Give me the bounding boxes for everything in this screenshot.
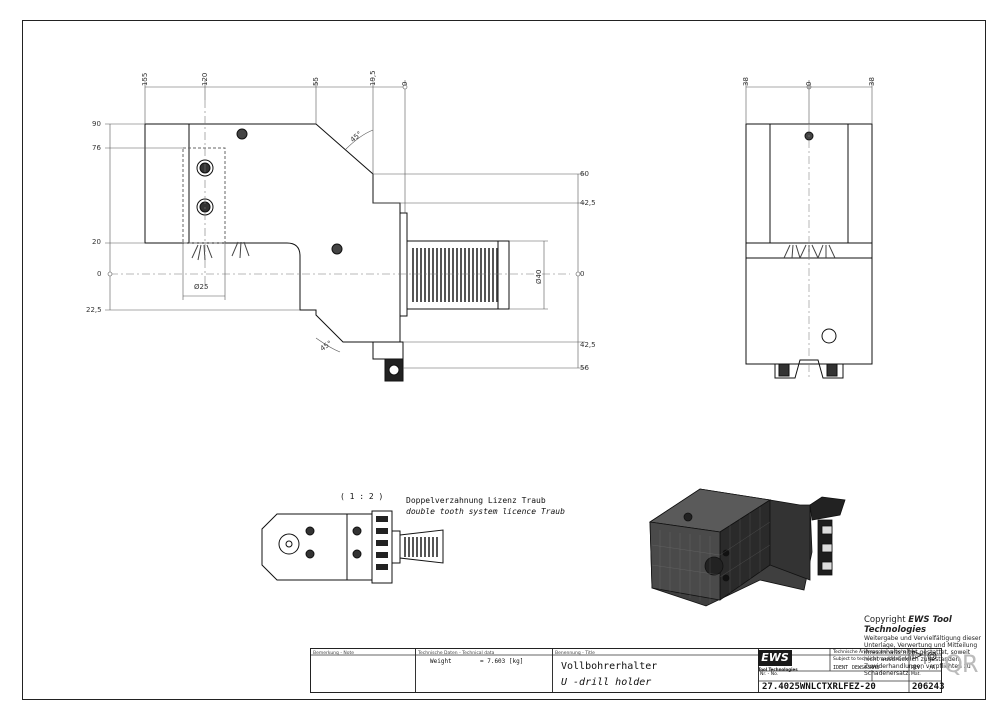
remark-cell: Bemerkung - Note <box>311 649 416 692</box>
dim-22-5: 22,5 <box>86 306 102 314</box>
ews-logo-subtitle: Tool Technologies <box>758 667 798 672</box>
number-label: Nr. - No. <box>760 672 779 677</box>
weight-label: Weight <box>430 658 452 665</box>
diameter-25: Ø25 <box>194 283 209 291</box>
dim-0-top: 0 <box>401 81 409 86</box>
mat-label: Mat. <box>911 672 921 677</box>
copyright-text: Weitergabe und Vervielfältigung dieser U… <box>864 635 981 677</box>
dim-90: 90 <box>92 120 101 128</box>
rev-label: REV. <box>911 665 924 671</box>
qr-code-placeholder: QR <box>944 650 979 678</box>
dim-42-5-bottom: 42,5 <box>580 341 596 349</box>
dim-20: 20 <box>92 238 101 246</box>
copyright-company: EWS Tool Technologies <box>864 615 952 635</box>
dim-19-5: 19,5 <box>369 70 377 86</box>
dim-38-left: 38 <box>742 77 750 86</box>
title-block: Bemerkung - Note Technische Daten - Tech… <box>310 648 942 693</box>
detail-view <box>261 510 444 584</box>
detail-scale: ( 1 : 2 ) <box>340 492 384 501</box>
detail-note-en: double tooth system licence Traub <box>406 507 565 516</box>
weight-value: = 7.603 [kg] <box>480 658 524 665</box>
copyright-heading: Copyright <box>864 615 906 625</box>
title-de: Vollbohrerhalter <box>561 661 658 672</box>
tech-data-cell: Technische Daten - Technical data Weight… <box>416 649 553 692</box>
detail-note-de: Doppelverzahnung Lizenz Traub <box>406 496 546 505</box>
drawing-frame <box>22 20 986 700</box>
dim-120: 120 <box>201 72 209 86</box>
isometric-view <box>648 488 846 607</box>
dim-56: 56 <box>580 364 589 372</box>
part-number: 27.4025WNLCTXRLFEZ-20 <box>762 682 876 692</box>
ews-logo: EWS <box>758 650 792 666</box>
dim-60: 60 <box>580 170 589 178</box>
dim-76: 76 <box>92 144 101 152</box>
rev-value: -/A <box>926 665 936 671</box>
title-label: Benennung - Title <box>555 651 595 656</box>
dim-0-side: 0 <box>805 81 813 86</box>
dim-38-right: 38 <box>868 77 876 86</box>
diameter-40: Ø40 <box>535 269 543 284</box>
ident-value: DEWS03NH8 <box>852 665 880 671</box>
title-en: U -drill holder <box>561 677 652 688</box>
dim-0-left: 0 <box>97 270 102 278</box>
item-number: 206243 <box>912 682 945 692</box>
changes-en: Subject to technical modifications! <box>833 657 912 662</box>
title-cell: Benennung - Title Vollbohrerhalter U -dr… <box>553 649 759 692</box>
dim-42-5-top: 42,5 <box>580 199 596 207</box>
changes-de: Technische Änderungen vorbehalten! <box>833 650 918 655</box>
remark-label: Bemerkung - Note <box>313 651 355 656</box>
dim-55: 55 <box>312 77 320 86</box>
dim-155: 155 <box>141 72 149 86</box>
copyright-notice: Copyright EWS Tool Technologies Weiterga… <box>864 615 986 677</box>
dim-0-right: 0 <box>580 270 585 278</box>
ident-label: IDENT <box>833 665 849 671</box>
tech-label: Technische Daten - Technical data <box>418 651 495 656</box>
